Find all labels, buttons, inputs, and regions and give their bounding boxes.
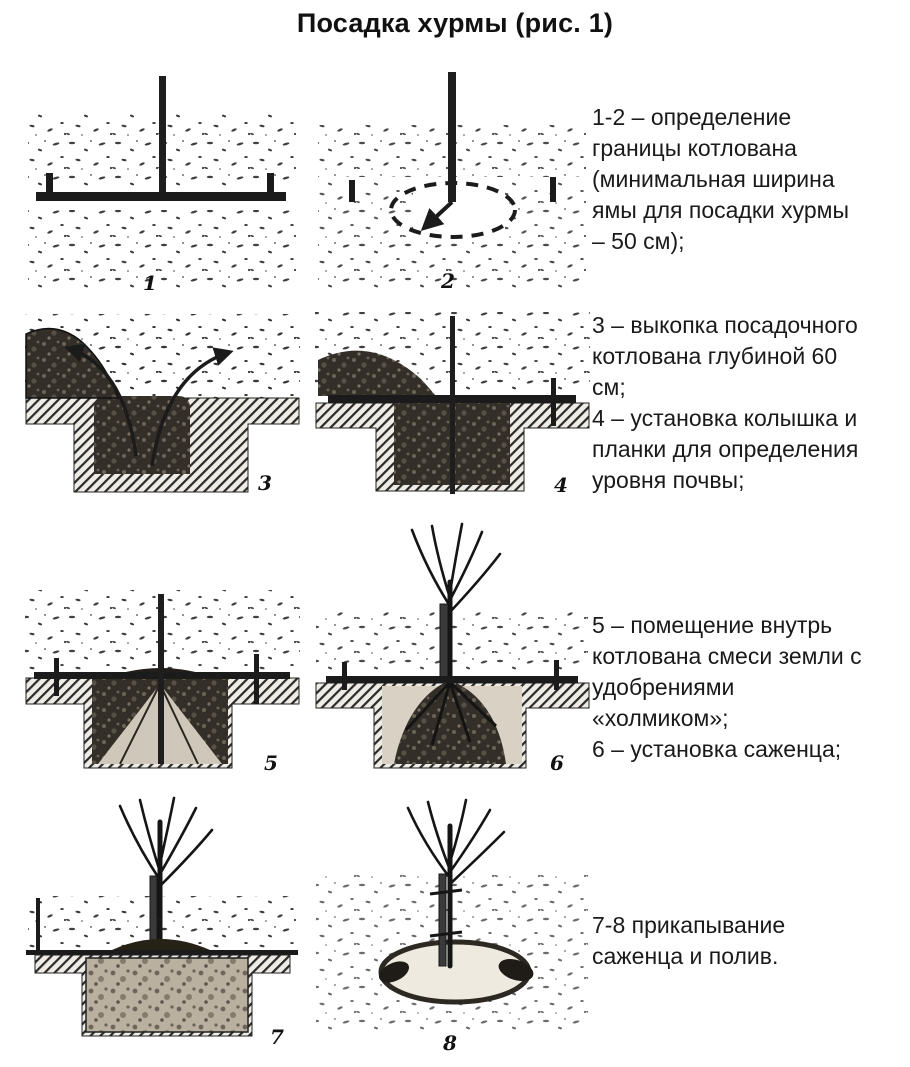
caption-steps-3-4: 3 – выкопка посадочного котлована глубин… bbox=[592, 312, 859, 493]
caption-steps-1-2: 1-2 – определение границы котлована (мин… bbox=[592, 104, 850, 254]
stake bbox=[439, 603, 449, 681]
caption-steps-7-8: 7-8 прикапывание саженца и полив. bbox=[592, 912, 786, 969]
peg-left bbox=[342, 662, 347, 690]
caption-steps-5-6: 5 – помещение внутрь котлована смеси зем… bbox=[592, 612, 862, 762]
peg-left bbox=[54, 658, 59, 696]
panel-number: 8 bbox=[442, 1031, 457, 1055]
level-board bbox=[326, 676, 578, 683]
panel-number: 7 bbox=[270, 1025, 284, 1049]
panel-4-stake-and-level-board: 4 bbox=[310, 308, 595, 513]
mound-with-roots bbox=[394, 680, 506, 764]
figure-title: Посадка хурмы (рис. 1) bbox=[296, 8, 614, 38]
soil-texture bbox=[505, 180, 586, 238]
stake bbox=[159, 76, 166, 196]
panel-1-illustration: 1 bbox=[28, 76, 296, 295]
panel-4-illustration: 4 bbox=[315, 312, 590, 497]
peg-right bbox=[554, 660, 559, 690]
surface-mound bbox=[112, 939, 210, 950]
panel-7-backfilled-seedling: 7 bbox=[20, 788, 305, 1060]
excavated-soil-pile bbox=[318, 350, 436, 396]
panel-6-illustration: 6 bbox=[315, 522, 590, 775]
panel-number: 4 bbox=[554, 473, 568, 497]
peg-right bbox=[551, 378, 556, 426]
panel-number: 5 bbox=[264, 751, 278, 775]
panel-3-illustration: 3 bbox=[25, 314, 300, 495]
panel-3-digging-pit: 3 bbox=[20, 308, 305, 513]
panel-2-circle-outline-marking: 2 bbox=[310, 70, 595, 305]
stake-ties bbox=[429, 888, 463, 938]
panel-number: 6 bbox=[550, 751, 564, 775]
dig-arrow-left bbox=[64, 343, 138, 457]
stake bbox=[448, 72, 456, 202]
radius-marker bbox=[420, 200, 454, 231]
peg-left bbox=[349, 180, 355, 202]
peg-right bbox=[254, 654, 259, 704]
roots bbox=[404, 680, 498, 746]
backfilled-pit bbox=[85, 957, 249, 1033]
basin-ridge-left bbox=[379, 961, 409, 983]
pit bbox=[94, 396, 190, 474]
peg-right bbox=[267, 173, 274, 193]
peg-right bbox=[550, 177, 556, 202]
panel-number: 3 bbox=[258, 471, 272, 495]
panel-8-illustration: 8 bbox=[316, 798, 588, 1055]
soil-texture bbox=[28, 210, 296, 292]
peg-left bbox=[36, 898, 40, 952]
stake bbox=[158, 594, 164, 764]
basin-ridge-right bbox=[498, 958, 534, 982]
seedling-branches bbox=[406, 798, 506, 969]
board bbox=[36, 192, 286, 201]
panel-6-seedling-on-mound: 6 bbox=[310, 520, 595, 790]
stake bbox=[438, 873, 447, 967]
seedling-branches bbox=[410, 522, 502, 681]
peg-left bbox=[46, 173, 53, 193]
panel-1-marking-stake-and-board: 1 bbox=[20, 70, 305, 305]
panel-8-watering-basin: 8 bbox=[310, 778, 595, 1060]
ground-line bbox=[26, 950, 298, 955]
panel-number: 1 bbox=[143, 271, 157, 295]
panel-5-soil-mound-in-pit: 5 bbox=[20, 578, 305, 790]
panel-5-illustration: 5 bbox=[25, 590, 300, 775]
stake bbox=[450, 316, 455, 494]
panel-number: 2 bbox=[440, 269, 455, 293]
dig-arrow-right bbox=[150, 347, 234, 467]
soil-texture bbox=[318, 240, 586, 292]
panel-7-illustration: 7 bbox=[26, 796, 298, 1049]
panel-2-illustration: 2 bbox=[318, 72, 586, 293]
soil-texture bbox=[318, 180, 413, 238]
